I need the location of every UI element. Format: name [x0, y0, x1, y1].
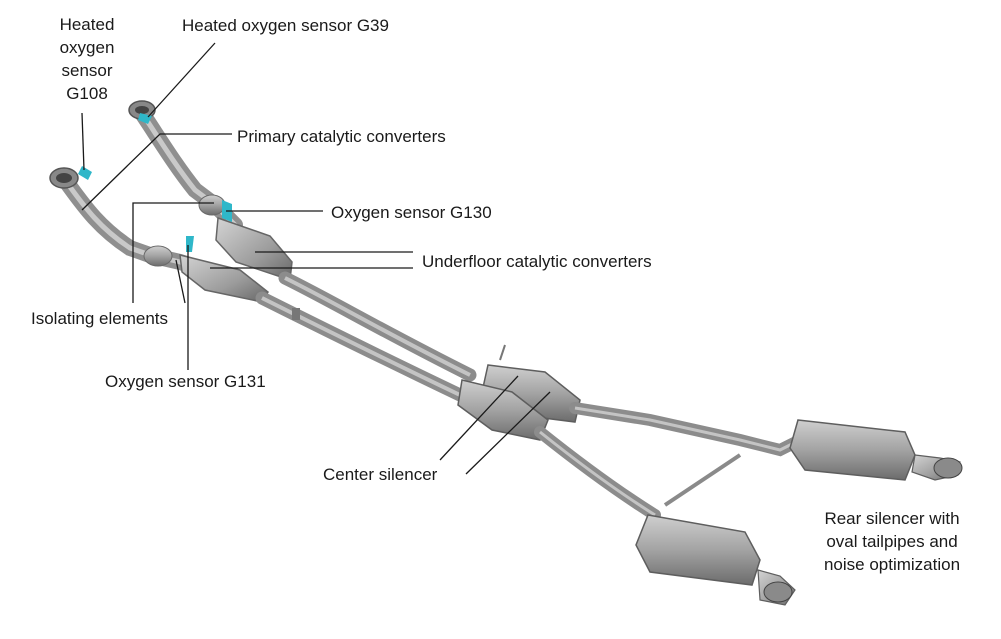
left-bank-pipe [49, 167, 213, 278]
rear-silencers [635, 419, 963, 606]
mid-pipes [255, 271, 477, 402]
isolating-element-right [198, 194, 226, 216]
label-g39: Heated oxygen sensor G39 [182, 16, 389, 35]
underfloor-cat-converters [179, 216, 293, 303]
leader-lines [81, 42, 551, 475]
label-g108: Heated oxygen sensor G108 [59, 15, 115, 103]
label-isolating: Isolating elements [31, 309, 169, 328]
center-silencers [457, 344, 581, 441]
sensor-g108 [78, 166, 92, 180]
label-g131: Oxygen sensor G131 [105, 372, 266, 391]
isolating-element-left [143, 245, 173, 267]
label-underfloor-cat: Underfloor catalytic converters [422, 252, 652, 271]
label-g130: Oxygen sensor G130 [331, 203, 492, 222]
label-center-silencer: Center silencer [323, 465, 438, 484]
label-primary-cat: Primary catalytic converters [237, 127, 446, 146]
rear-pipes [534, 402, 806, 521]
label-rear-silencer: Rear silencer with oval tailpipes and no… [823, 509, 961, 574]
sensor-g131 [186, 236, 194, 252]
